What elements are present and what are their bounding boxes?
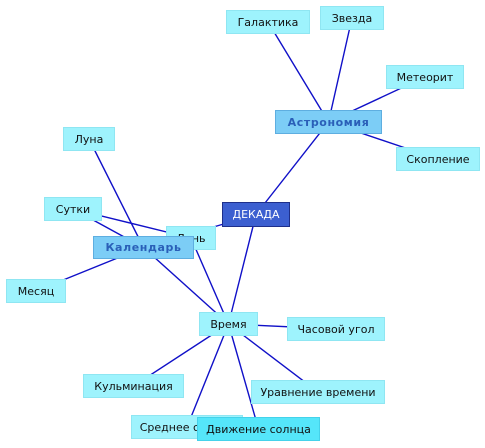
- node-moon[interactable]: Луна: [63, 127, 115, 151]
- node-sun-motion[interactable]: Движение солнца: [197, 417, 320, 441]
- edge-time-sun_motion: [227, 323, 260, 430]
- edge-astronomy-star: [327, 17, 353, 123]
- node-meteorite[interactable]: Метеорит: [386, 65, 464, 89]
- node-day-night[interactable]: Сутки: [44, 197, 102, 221]
- node-galaxy[interactable]: Галактика: [226, 10, 310, 34]
- node-decade-root[interactable]: ДЕКАДА: [222, 202, 290, 227]
- edge-decade-time: [227, 214, 257, 325]
- node-time[interactable]: Время: [199, 312, 258, 336]
- node-culmination[interactable]: Кульминация: [83, 374, 184, 398]
- node-star[interactable]: Звезда: [320, 6, 384, 30]
- edge-time-mean_sun: [186, 323, 230, 428]
- node-astronomy[interactable]: Астрономия: [275, 110, 382, 134]
- node-calendar[interactable]: Календарь: [93, 236, 194, 259]
- edge-astronomy-galaxy: [267, 21, 330, 123]
- edge-decade-astronomy: [255, 121, 330, 215]
- edge-day-time: [190, 237, 230, 325]
- edge-calendar-moon: [88, 138, 145, 248]
- node-hour-angle[interactable]: Часовой угол: [287, 317, 385, 341]
- node-equation-of-time[interactable]: Уравнение времени: [251, 380, 385, 404]
- node-month[interactable]: Месяц: [6, 279, 66, 303]
- edge-calendar-time: [143, 246, 229, 325]
- node-cluster[interactable]: Скопление: [396, 147, 480, 171]
